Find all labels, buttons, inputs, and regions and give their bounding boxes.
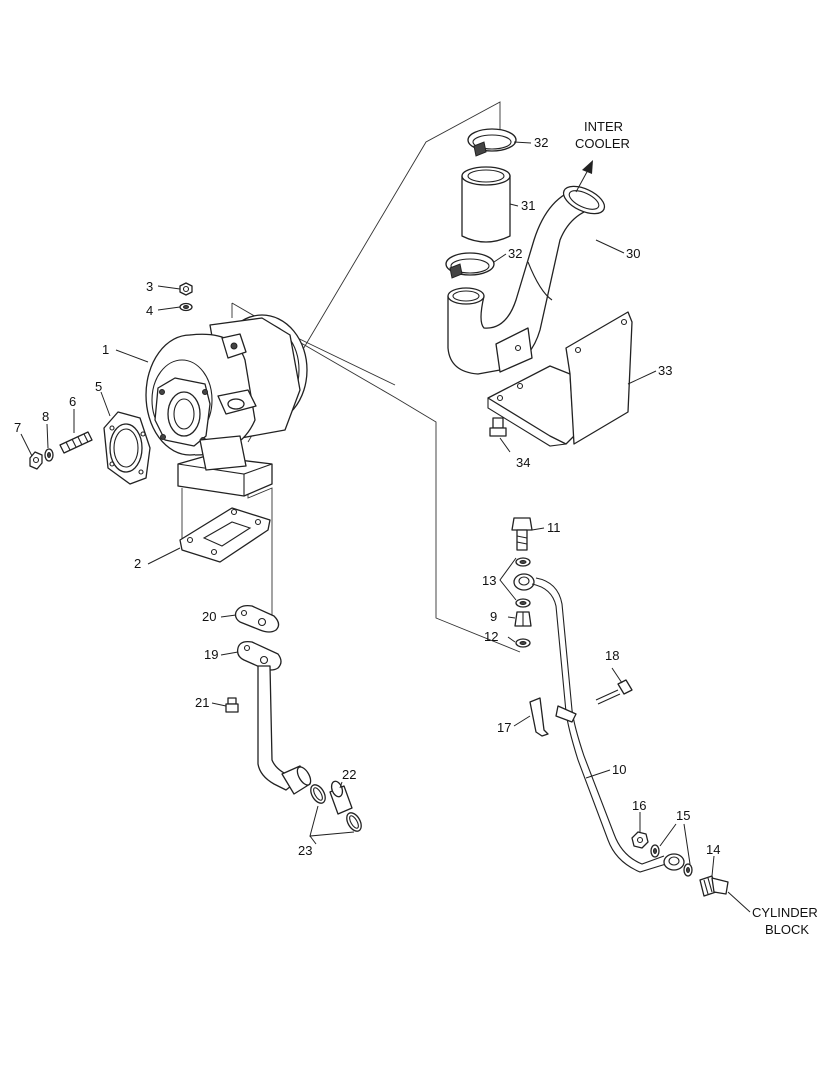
callout-2: 2 bbox=[134, 556, 141, 571]
washer-8 bbox=[44, 448, 54, 462]
callout-20: 20 bbox=[202, 609, 216, 624]
bolt-34 bbox=[489, 417, 507, 437]
hose-clamp-32-lower bbox=[445, 252, 495, 279]
cylinder-block-label-line1: CYLINDER bbox=[752, 905, 818, 920]
callout-15: 15 bbox=[676, 808, 690, 823]
washer-15b bbox=[683, 863, 693, 877]
pipe-bracket-33 bbox=[487, 311, 633, 447]
cylinder-block-label-line2: BLOCK bbox=[765, 922, 809, 937]
oil-drain-gasket-20 bbox=[234, 604, 280, 633]
eye-fitting bbox=[513, 573, 535, 591]
intercooler-label-line1: INTER bbox=[584, 119, 623, 134]
callout-18: 18 bbox=[605, 648, 619, 663]
callout-23: 23 bbox=[298, 843, 312, 858]
union-bolt-14 bbox=[699, 875, 729, 897]
callout-5: 5 bbox=[95, 379, 102, 394]
callout-19: 19 bbox=[204, 647, 218, 662]
callout-labels: 3 4 1 5 6 8 7 2 20 19 21 22 23 32 31 32 … bbox=[14, 135, 720, 858]
nut-16 bbox=[631, 831, 649, 849]
callout-8: 8 bbox=[42, 409, 49, 424]
exhaust-outlet-gasket bbox=[179, 507, 271, 563]
callout-9: 9 bbox=[490, 609, 497, 624]
washer-12 bbox=[515, 638, 531, 648]
inlet-gasket-5 bbox=[103, 411, 151, 485]
arrow-up-right-icon bbox=[575, 160, 593, 193]
clip-17 bbox=[529, 697, 577, 737]
washer-13-upper bbox=[515, 557, 531, 567]
callout-1: 1 bbox=[102, 342, 109, 357]
eye-bolt-11 bbox=[511, 517, 533, 551]
intercooler-hose-31 bbox=[461, 166, 511, 243]
callout-10: 10 bbox=[612, 762, 626, 777]
callout-17: 17 bbox=[497, 720, 511, 735]
callout-13: 13 bbox=[482, 573, 496, 588]
hose-clamp-23b bbox=[346, 812, 362, 832]
callout-21: 21 bbox=[195, 695, 209, 710]
callout-34: 34 bbox=[516, 455, 530, 470]
callout-30: 30 bbox=[626, 246, 640, 261]
washer-13-lower bbox=[515, 598, 531, 608]
union-9 bbox=[514, 611, 532, 627]
intercooler-label-line2: COOLER bbox=[575, 136, 630, 151]
callout-31: 31 bbox=[521, 198, 535, 213]
washer-15a bbox=[650, 844, 660, 858]
hose-clamp-32-upper bbox=[467, 128, 517, 157]
hose-clamp-23a bbox=[310, 784, 326, 804]
washer-4 bbox=[179, 302, 193, 312]
turbocharger-assembly bbox=[145, 314, 308, 497]
callout-32-lower: 32 bbox=[508, 246, 522, 261]
bolt-21 bbox=[225, 697, 239, 713]
callout-6: 6 bbox=[69, 394, 76, 409]
oil-feed-pipe-10 bbox=[531, 577, 685, 873]
callout-12: 12 bbox=[484, 629, 498, 644]
callout-16: 16 bbox=[632, 798, 646, 813]
text-annotations: INTER COOLER CYLINDER BLOCK bbox=[575, 119, 818, 937]
callout-7: 7 bbox=[14, 420, 21, 435]
nut-3 bbox=[179, 282, 193, 296]
callout-11: 11 bbox=[547, 520, 561, 535]
callout-33: 33 bbox=[658, 363, 672, 378]
callout-3: 3 bbox=[146, 279, 153, 294]
oil-drain-pipe-19 bbox=[236, 640, 312, 795]
callout-32-upper: 32 bbox=[534, 135, 548, 150]
intercooler-air-pipe-30 bbox=[447, 185, 606, 375]
hose-22 bbox=[329, 780, 353, 815]
callout-14: 14 bbox=[706, 842, 720, 857]
callout-22: 22 bbox=[342, 767, 356, 782]
callout-4: 4 bbox=[146, 303, 153, 318]
stud-6 bbox=[59, 431, 93, 454]
nut-7 bbox=[29, 451, 43, 470]
leader-lines bbox=[20, 141, 751, 913]
bolt-18 bbox=[595, 679, 633, 705]
